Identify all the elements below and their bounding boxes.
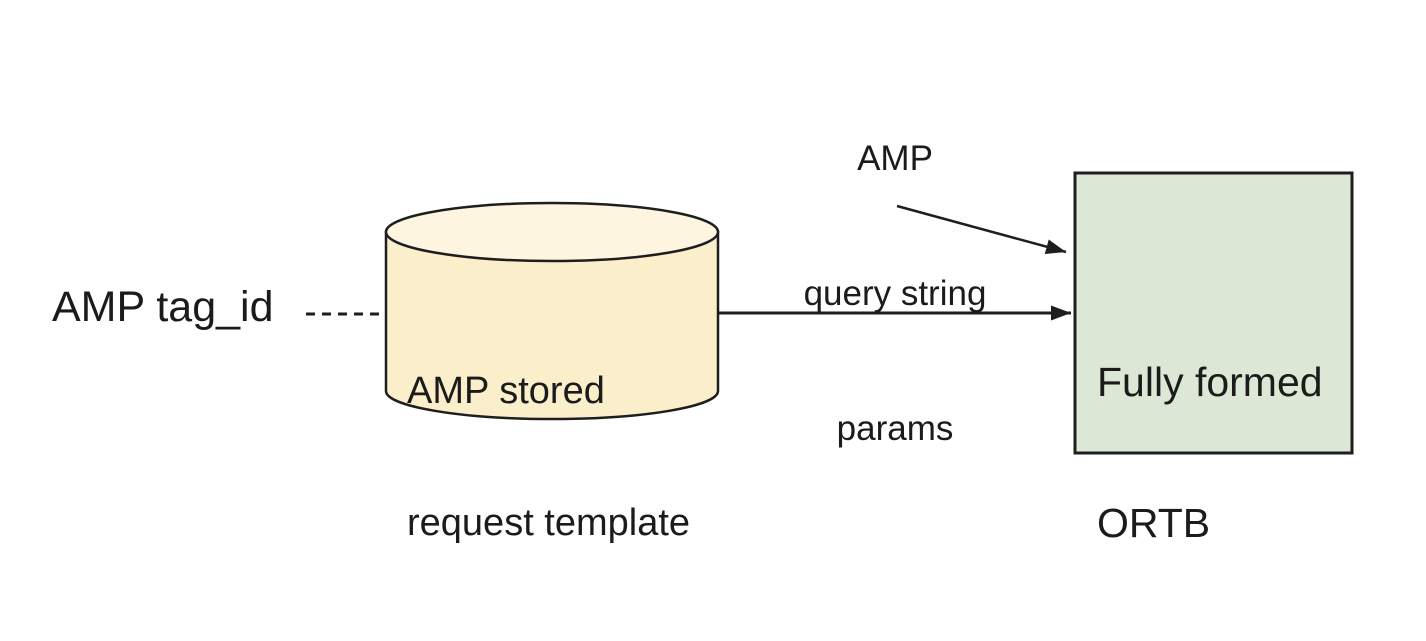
diagram-canvas: AMP tag_id AMP stored request template A… [52,139,1354,546]
query-string-params-line-2: query string [803,274,987,313]
fully-formed-ortb-line-1: Fully formed [1097,359,1323,405]
diagram-shapes [306,171,1354,455]
cylinder-top-shape [384,201,720,263]
stored-request-template-line-2: request template [407,502,691,544]
connector-annotation-to-box-arrow [896,204,1067,254]
fully-formed-ortb-line-2: ORTB [1097,500,1211,546]
query-string-params-label: AMP query string params [770,46,1020,541]
fully-formed-ortb-label: Fully formed ORTB [1097,265,1323,641]
stored-request-template-label: AMP stored request template [407,281,690,633]
amp-tag-id-label: AMP tag_id [52,283,274,331]
ortb-box-shape [1073,171,1354,455]
cylinder-body-shape [384,230,720,421]
query-string-params-line-1: AMP [857,139,933,178]
stored-request-template-line-1: AMP stored [407,370,605,412]
query-string-params-line-3: params [836,409,954,448]
